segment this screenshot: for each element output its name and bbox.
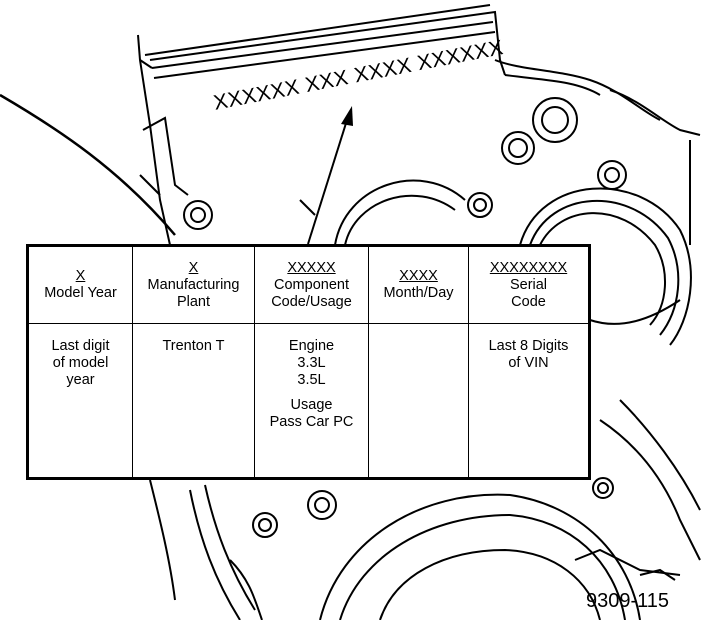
header-manufacturing-plant: X Manufacturing Plant [132, 245, 255, 324]
desc-serial-code: Last 8 Digits of VIN [468, 323, 590, 479]
header-serial-code: XXXXXXXX Serial Code [468, 245, 590, 324]
engine-code-table: X Model Year X Manufacturing Plant XXXXX… [26, 244, 591, 480]
desc-manufacturing-plant: Trenton T [132, 323, 255, 479]
code-description-row: Last digit of model year Trenton T Engin… [27, 323, 590, 479]
figure-id: 9309-115 [586, 590, 670, 612]
desc-month-day [368, 323, 469, 479]
header-component-code: XXXXX Component Code/Usage [254, 245, 369, 324]
desc-model-year: Last digit of model year [27, 323, 133, 479]
header-month-day: XXXX Month/Day [368, 245, 469, 324]
code-header-row: X Model Year X Manufacturing Plant XXXXX… [27, 245, 590, 324]
desc-component-code: Engine 3.3L 3.5L Usage Pass Car PC [254, 323, 369, 479]
header-model-year: X Model Year [27, 245, 133, 324]
